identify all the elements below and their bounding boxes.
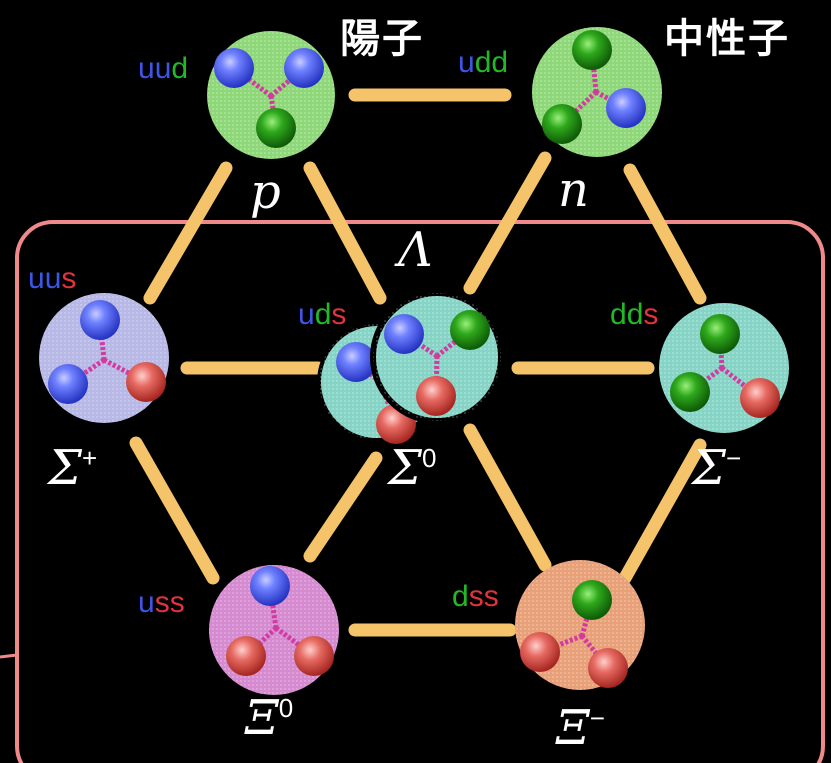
- link-sigma0-xi0: [303, 451, 383, 563]
- link-n-sigmaminus: [623, 163, 707, 305]
- symbol-sigma-zero: Σ0: [388, 440, 437, 496]
- link-p-lambda: [303, 161, 387, 305]
- quark-label-sigma-minus: dds: [610, 298, 659, 331]
- gluon-link: [580, 634, 610, 670]
- quark-d: [670, 372, 710, 412]
- quark-label-n: udd: [458, 46, 509, 79]
- gluon-link: [232, 66, 273, 98]
- quark-u: [214, 48, 254, 88]
- symbol-sigma-plus: Σ+: [48, 440, 98, 496]
- quark-u: [250, 566, 290, 606]
- symbol-xi-minus: Ξ−: [556, 700, 605, 756]
- gluon-link: [244, 626, 278, 658]
- gluon-link: [97, 319, 107, 361]
- quark-u: [284, 48, 324, 88]
- baryon-lambda: [370, 290, 504, 424]
- quark-s: [416, 376, 456, 416]
- quark-d: [700, 314, 740, 354]
- symbol-sigma-minus: Σ−: [692, 440, 742, 496]
- baryon-p: [207, 31, 335, 159]
- quark-d: [450, 310, 490, 350]
- proton-title: 陽子: [340, 16, 424, 62]
- link-sigmaplus-xi0: [129, 436, 220, 585]
- quark-d: [572, 30, 612, 70]
- symbol-p: p: [250, 164, 281, 220]
- frame-pointer-line: [0, 653, 18, 659]
- neutron-title: 中性子: [664, 16, 790, 62]
- strange-baryons-frame: [15, 220, 825, 763]
- link-sigma0-ximinus: [463, 423, 552, 572]
- quark-s: [126, 362, 166, 402]
- quark-u: [48, 364, 88, 404]
- link-n-lambda: [463, 151, 552, 295]
- quark-u: [80, 300, 120, 340]
- gluon-link: [402, 331, 439, 359]
- link-p-sigmaplus: [143, 161, 233, 305]
- quark-s: [520, 632, 560, 672]
- quark-d: [572, 580, 612, 620]
- baryon-xi-zero: [209, 565, 339, 695]
- quark-u: [336, 342, 376, 382]
- quark-label-lambda: uds: [298, 298, 347, 331]
- symbol-lambda: Λ: [398, 222, 433, 278]
- quark-u: [606, 88, 646, 128]
- quark-label-p: uud: [138, 52, 189, 85]
- baryon-xi-minus: [515, 560, 645, 690]
- gluon-link: [433, 355, 440, 397]
- quark-u: [384, 314, 424, 354]
- baryon-n: [532, 27, 662, 157]
- symbol-n: n: [558, 162, 589, 218]
- baryon-sigma-minus: [659, 303, 789, 433]
- quark-d: [256, 108, 296, 148]
- gluon-link: [274, 625, 316, 659]
- quark-s: [226, 636, 266, 676]
- quark-s: [294, 636, 334, 676]
- baryon-sigma-plus: [39, 293, 169, 423]
- quark-s: [588, 648, 628, 688]
- quark-d: [542, 104, 582, 144]
- quark-s: [740, 378, 780, 418]
- symbol-xi-zero: Ξ0: [245, 690, 294, 746]
- gluon-link: [102, 357, 148, 385]
- octet-links: [129, 88, 707, 637]
- quark-label-xi-zero: uss: [138, 586, 185, 619]
- quark-label-sigma-plus: uus: [28, 262, 77, 295]
- quark-label-xi-minus: dss: [452, 580, 499, 613]
- link-sigmaminus-ximinus: [618, 438, 707, 585]
- gluon-link: [560, 90, 598, 126]
